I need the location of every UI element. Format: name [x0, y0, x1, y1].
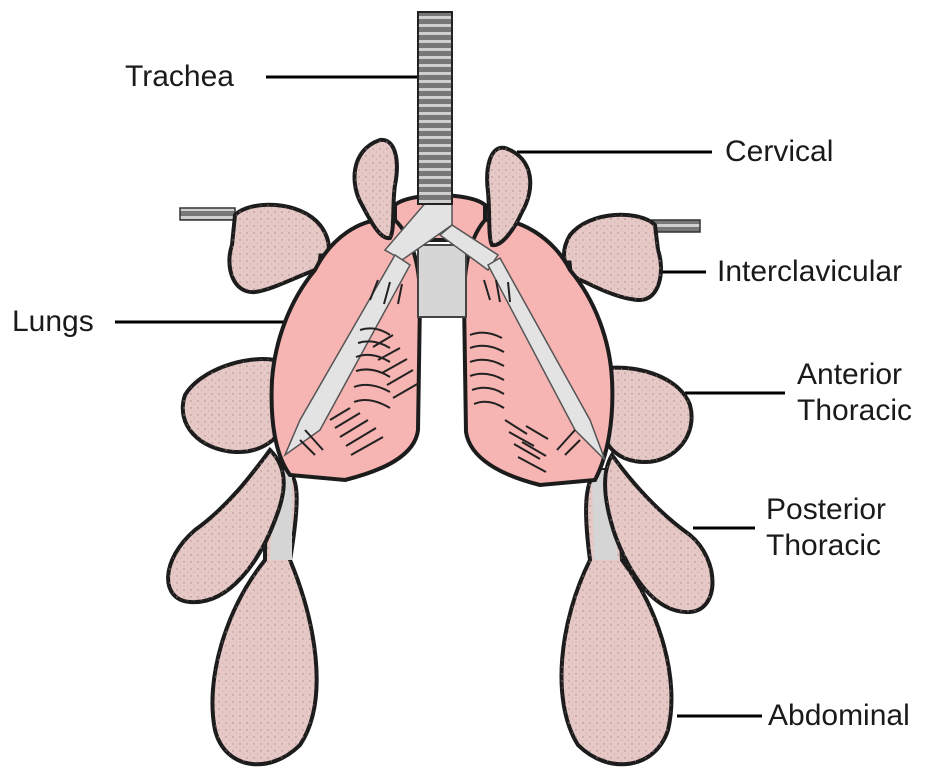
central-block	[418, 245, 466, 317]
anterior-thoracic-line-2: Thoracic	[797, 393, 912, 429]
posterior-thoracic-line-1: Posterior	[766, 492, 886, 528]
trachea-label: Trachea	[125, 60, 234, 94]
interclavicular-label: Interclavicular	[717, 255, 902, 289]
anterior-thoracic-line-1: Anterior	[797, 357, 912, 393]
cervical-label: Cervical	[725, 135, 833, 169]
lungs-label: Lungs	[12, 305, 94, 339]
anterior-thoracic-air-sacs	[183, 359, 692, 462]
abdominal-air-sacs	[212, 470, 671, 764]
posterior-thoracic-label: Posterior Thoracic	[766, 492, 886, 564]
posterior-thoracic-line-2: Thoracic	[766, 528, 886, 564]
trachea	[418, 12, 452, 204]
anterior-thoracic-label: Anterior Thoracic	[797, 357, 912, 429]
abdominal-label: Abdominal	[768, 699, 910, 733]
